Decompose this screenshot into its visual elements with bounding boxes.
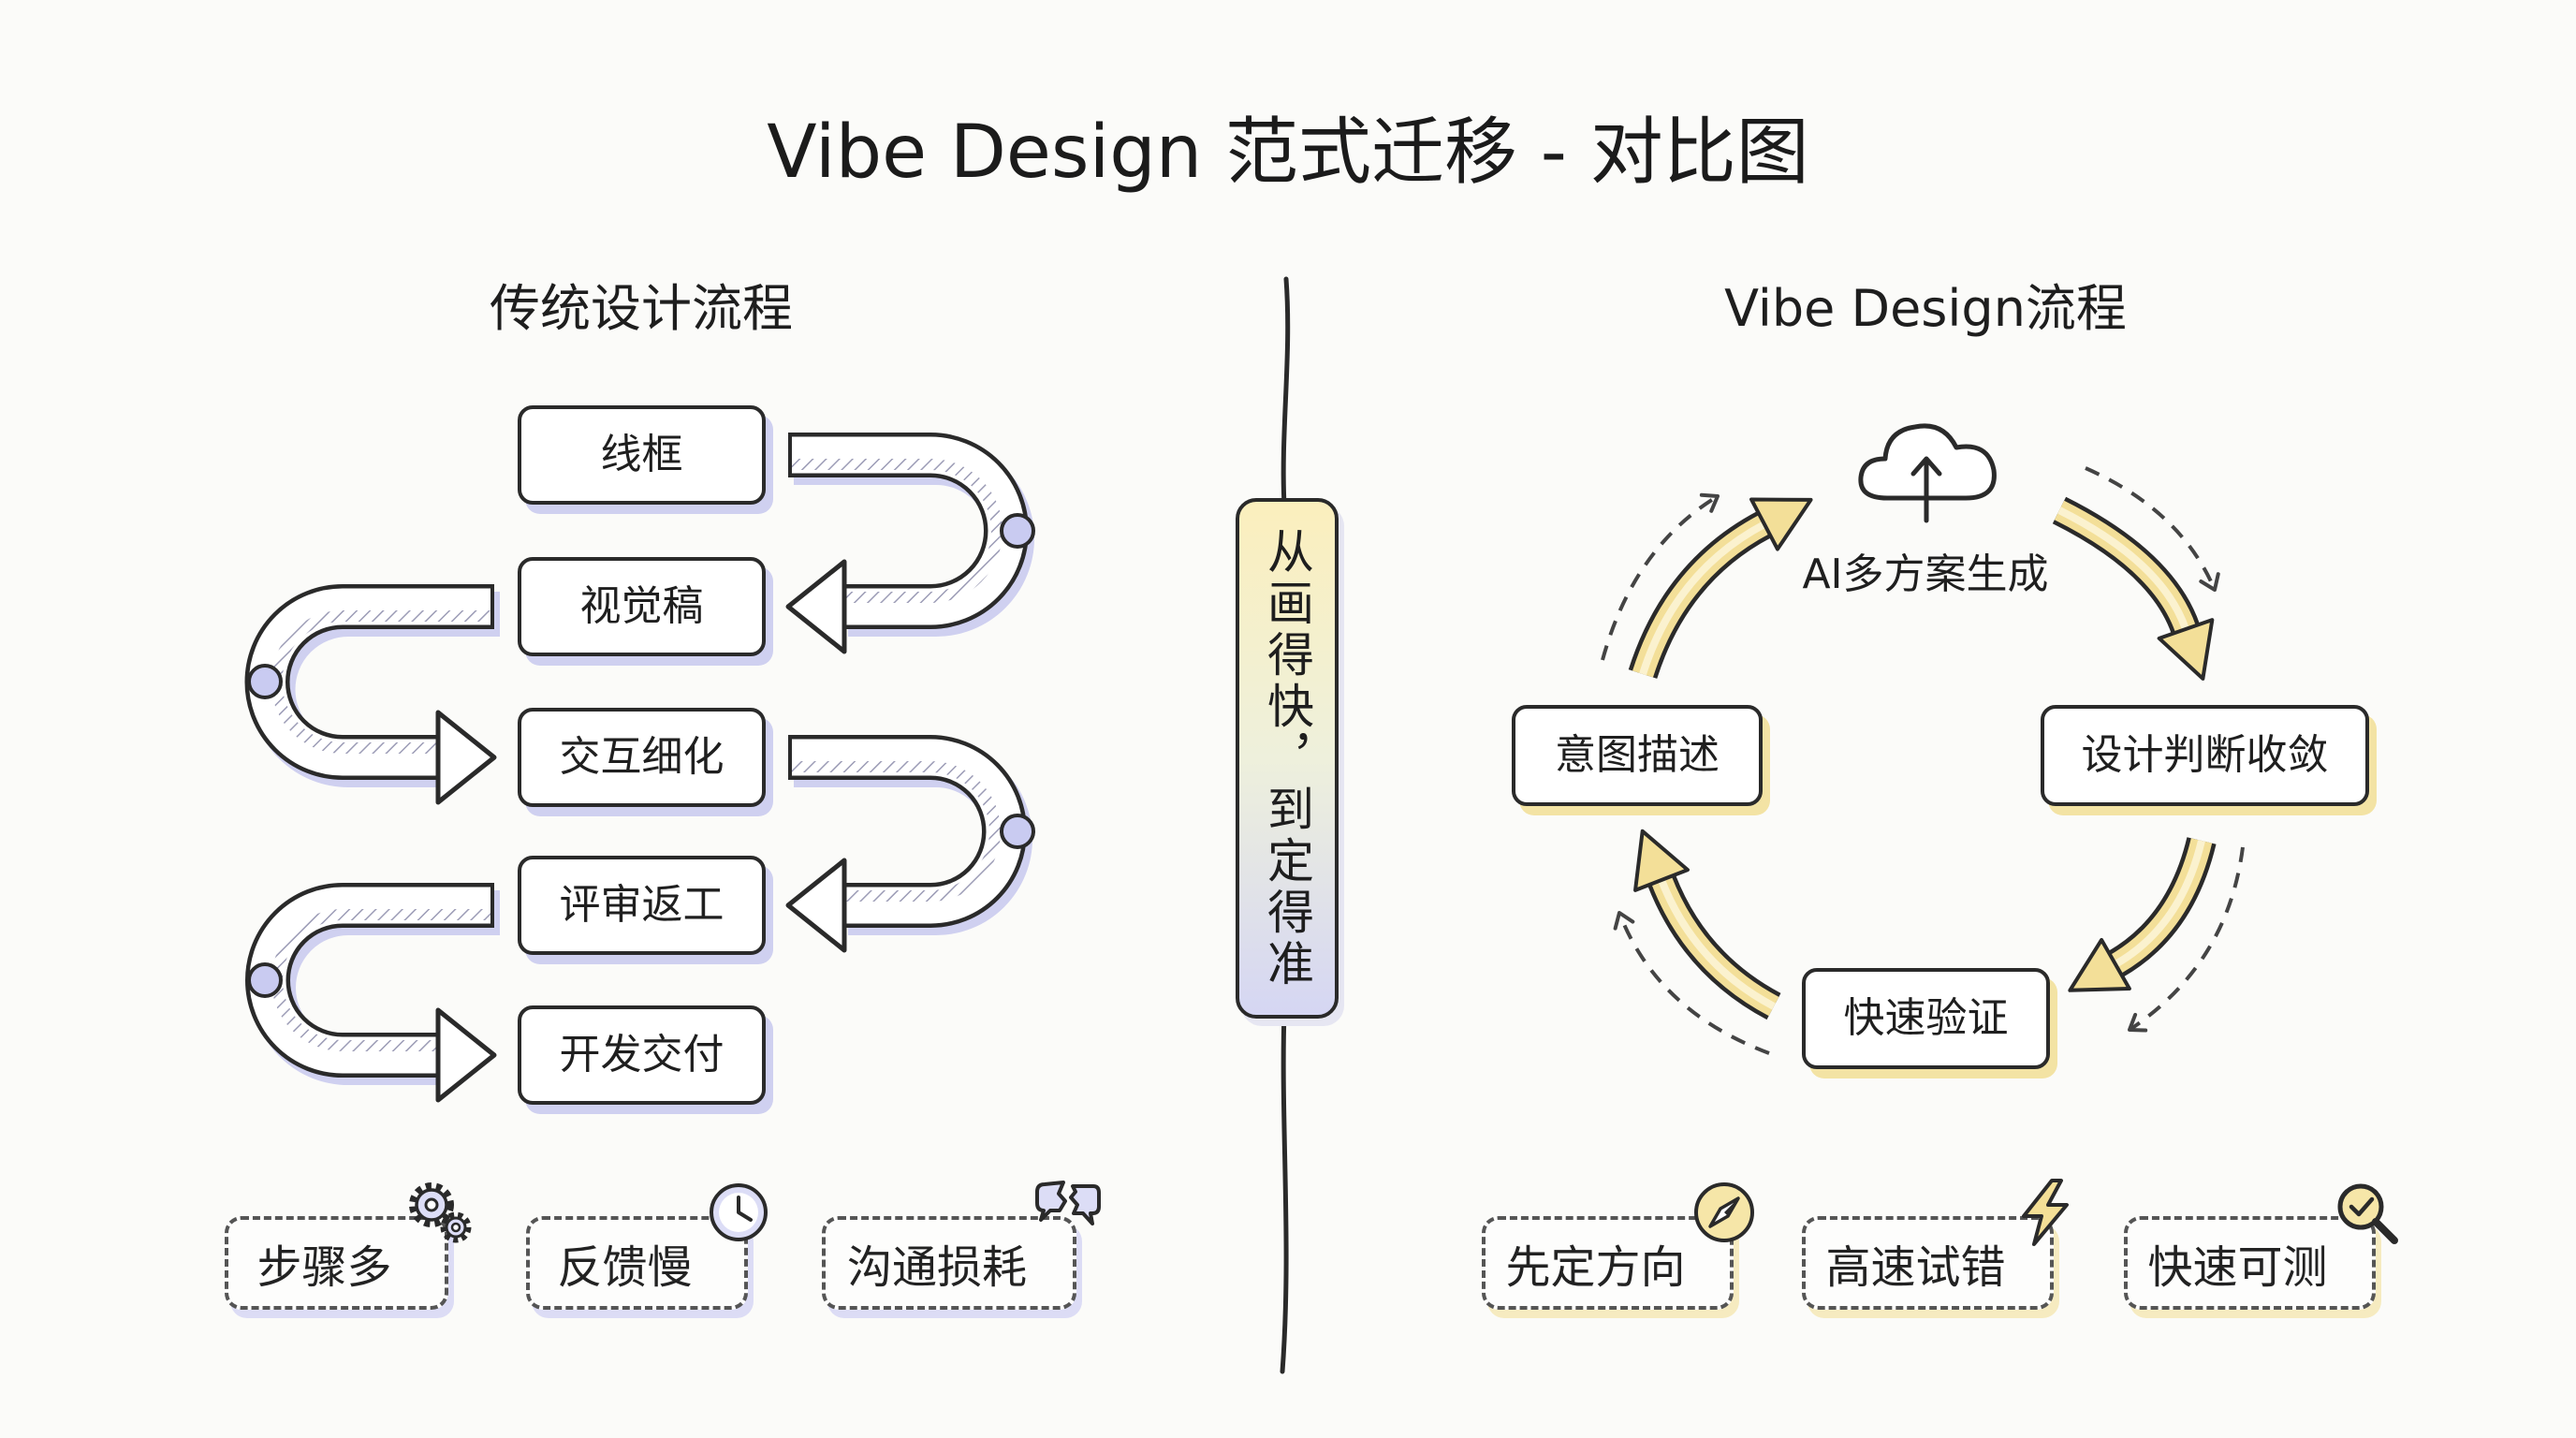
step-label: 线框 [600,431,683,478]
badge-label: 高速试错 [1825,1241,2006,1294]
badge-slow-feedback: 反馈慢 [526,1183,768,1310]
badge-label: 先定方向 [1505,1241,1686,1294]
flow-node-dot [247,664,283,699]
left-heading: 传统设计流程 [490,279,793,338]
magnifier-check-icon [2331,1177,2402,1248]
step-label: 评审返工 [559,881,724,929]
node-verify: 快速验证 [1802,968,2050,1069]
right-heading: Vibe Design流程 [1724,279,2127,338]
node-converge: 设计判断收敛 [2041,705,2369,806]
broken-speech-bubbles-icon [1032,1177,1103,1248]
paradigm-shift-banner: 从画得快，到定得准 [1236,498,1339,1019]
badge-set-direction: 先定方向 [1482,1182,1754,1310]
badge-label: 快速可测 [2147,1241,2328,1294]
step-wireframe: 线框 [518,405,766,505]
node-label: 快速验证 [1843,994,2009,1042]
flow-arrow-review-to-delivery [245,883,500,1103]
step-interaction-refine: 交互细化 [518,708,766,807]
page-title: Vibe Design 范式迁移 - 对比图 [767,110,1809,195]
compass-icon [1689,1177,1760,1248]
badge-label: 沟通损耗 [846,1241,1027,1294]
clock-icon [703,1177,774,1248]
badge-label: 反馈慢 [557,1241,693,1294]
node-intent: 意图描述 [1512,705,1763,806]
flow-arrow-wireframe-to-visual [785,433,1035,654]
badge-fast-trial: 高速试错 [1802,1179,2069,1310]
badge-many-steps: 步骤多 [225,1182,472,1310]
step-review-rework: 评审返工 [518,856,766,955]
flow-arrow-interaction-to-review [785,735,1035,953]
flow-node-dot [1000,513,1035,549]
step-label: 交互细化 [559,733,724,781]
lightning-icon [2009,1177,2080,1248]
gears-icon [403,1177,475,1248]
cycle-dashed-arc-converge-to-verify [2128,846,2245,1033]
cycle-arrow-intent-to-ai [1628,497,1813,679]
flow-node-dot [247,962,283,998]
cycle-arrow-ai-to-converge [2052,496,2215,681]
badge-label: 步骤多 [256,1241,392,1294]
badge-quick-testable: 快速可测 [2124,1183,2398,1310]
ai-generation-label: AI多方案生成 [1802,550,2049,598]
node-label: 意图描述 [1555,731,1720,779]
cloud-upload-icon [1846,412,2005,524]
cycle-dashed-arc-intent-to-ai [1601,492,1720,661]
step-label: 视觉稿 [579,582,704,630]
step-label: 开发交付 [559,1031,724,1078]
cycle-arrow-verify-to-intent [1633,829,1781,1020]
cycle-dashed-arc-ai-to-converge [2085,466,2220,592]
node-label: 设计判断收敛 [2081,731,2329,779]
flow-node-dot [1000,814,1035,849]
flow-arrow-visual-to-interaction [244,584,500,805]
step-dev-delivery: 开发交付 [518,1005,766,1105]
cycle-dashed-arc-verify-to-intent [1613,911,1770,1055]
cycle-arrow-converge-to-verify [2068,837,2217,992]
center-divider-line [1280,276,1291,1374]
paradigm-shift-text: 从画得快，到定得准 [1260,526,1314,990]
badge-communication-loss: 沟通损耗 [822,1181,1101,1310]
step-visual-draft: 视觉稿 [518,557,766,656]
